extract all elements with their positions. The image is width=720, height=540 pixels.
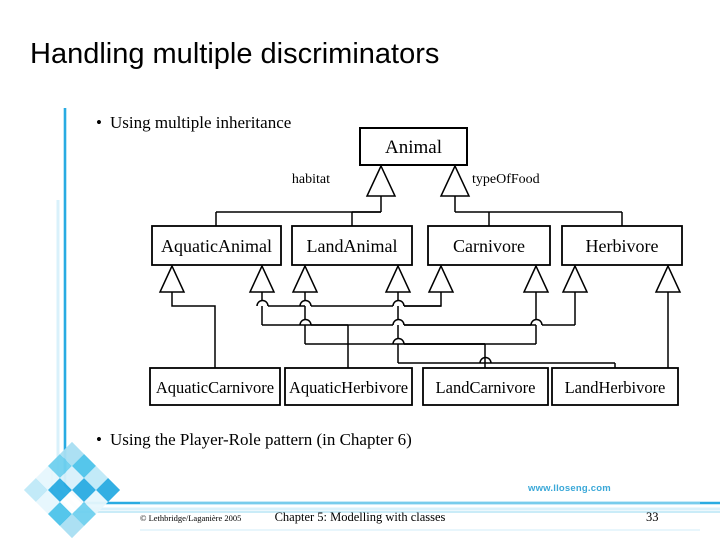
class-box-aquaticcarnivore[interactable]: AquaticCarnivore: [149, 367, 281, 406]
discriminator-label-typeoffood: typeOfFood: [472, 172, 540, 187]
class-box-landherbivore[interactable]: LandHerbivore: [551, 367, 679, 406]
bullet-text: Using multiple inheritance: [110, 113, 292, 132]
bullet-marker-icon: •: [96, 113, 102, 132]
class-box-aquaticanimal[interactable]: AquaticAnimal: [151, 225, 282, 266]
page-number: 33: [646, 510, 659, 524]
class-label: AquaticCarnivore: [156, 378, 274, 397]
class-label: AquaticAnimal: [161, 236, 272, 256]
class-box-landcarnivore[interactable]: LandCarnivore: [422, 367, 549, 406]
class-box-carnivore[interactable]: Carnivore: [427, 225, 551, 266]
class-boxes: Animal habitat typeOfFood AquaticAnimal …: [149, 127, 683, 406]
class-label: LandHerbivore: [565, 378, 666, 397]
copyright-text: © Lethbridge/Laganière 2005: [140, 513, 242, 523]
class-box-landanimal[interactable]: LandAnimal: [291, 225, 413, 266]
class-label: Animal: [385, 137, 442, 158]
class-label: LandCarnivore: [436, 378, 536, 397]
class-label: Herbivore: [586, 236, 659, 256]
class-box-aquaticherbivore[interactable]: AquaticHerbivore: [284, 367, 413, 406]
footer-decoration: [140, 502, 700, 531]
class-label: Carnivore: [453, 236, 525, 256]
bullet-text: Using the Player-Role pattern (in Chapte…: [110, 430, 412, 449]
page-title: Handling multiple discriminators: [30, 38, 440, 70]
class-label: LandAnimal: [307, 236, 398, 256]
website-url[interactable]: www.lloseng.com: [528, 483, 611, 494]
bullet-marker-icon: •: [96, 430, 102, 449]
uml-class-diagram: Animal habitat typeOfFood AquaticAnimal …: [149, 127, 683, 406]
class-label: AquaticHerbivore: [289, 378, 408, 397]
class-box-animal[interactable]: Animal: [359, 127, 468, 166]
bullet-item-multiple-inheritance: • Using multiple inheritance: [96, 113, 291, 133]
footer-chapter-title: Chapter 5: Modelling with classes: [274, 510, 446, 524]
bullet-item-player-role: • Using the Player-Role pattern (in Chapt…: [96, 430, 412, 450]
class-box-herbivore[interactable]: Herbivore: [561, 225, 683, 266]
discriminator-label-habitat: habitat: [292, 172, 330, 187]
